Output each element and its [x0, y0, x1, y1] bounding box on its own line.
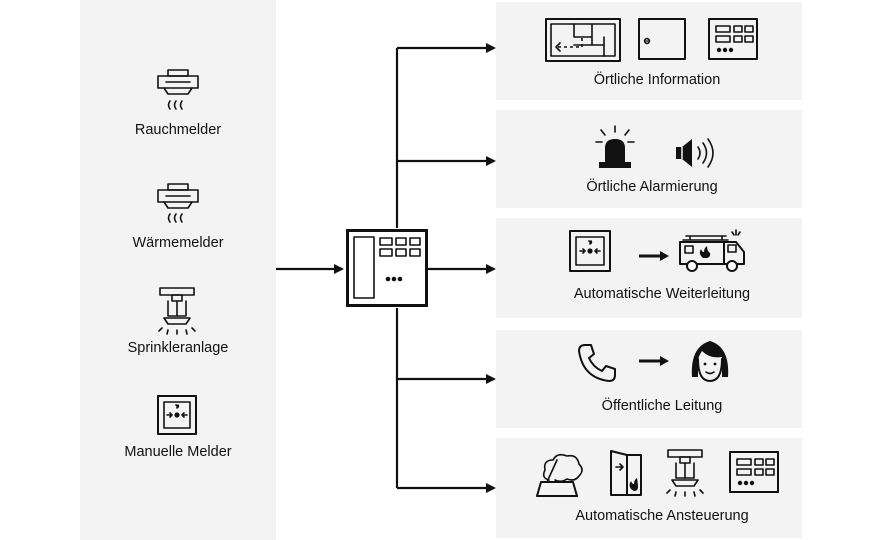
output-label-local-information: Örtliche Information — [593, 72, 721, 88]
sprinkler-icon — [666, 449, 704, 497]
input-label-sprinkler: Sprinkleranlage — [127, 340, 229, 356]
fire-truck-icon — [679, 229, 745, 272]
indicator-panel-icon — [729, 451, 779, 493]
heat-detector-icon — [157, 183, 199, 223]
person-icon — [691, 341, 729, 382]
input-panel — [80, 0, 276, 540]
output-panel-automatic-forwarding — [496, 218, 802, 318]
phone-icon — [578, 344, 616, 382]
sprinkler-icon — [158, 287, 196, 335]
smoke-detector-icon — [157, 69, 199, 110]
output-panel-local-alarm — [496, 110, 802, 208]
smoke-extraction-icon — [536, 453, 583, 497]
input-label-manual-call-point: Manuelle Melder — [124, 444, 232, 460]
floor-plan-icon — [545, 18, 621, 62]
fire-alarm-control-panel-icon — [346, 229, 428, 307]
arrow-right-icon — [639, 251, 669, 261]
output-label-local-alarm: Örtliche Alarmierung — [586, 179, 718, 195]
output-panel-public-line — [496, 330, 802, 428]
fire-brigade-box-icon — [638, 18, 686, 60]
fire-door-icon — [610, 450, 642, 496]
indicator-panel-icon — [708, 18, 758, 60]
beacon-light-icon — [595, 125, 635, 168]
speaker-icon — [676, 138, 714, 168]
input-label-smoke-detector: Rauchmelder — [134, 122, 222, 138]
arrow-right-icon — [639, 356, 669, 366]
manual-call-point-icon — [157, 395, 197, 435]
output-label-automatic-forwarding: Automatische Weiterleitung — [573, 286, 751, 302]
input-label-heat-detector: Wärmemelder — [132, 235, 224, 251]
output-label-public-line: Öffentliche Leitung — [601, 398, 723, 414]
output-panel-automatic-control — [496, 438, 802, 538]
manual-call-point-icon — [569, 230, 611, 272]
output-label-automatic-control: Automatische Ansteuerung — [575, 508, 749, 524]
